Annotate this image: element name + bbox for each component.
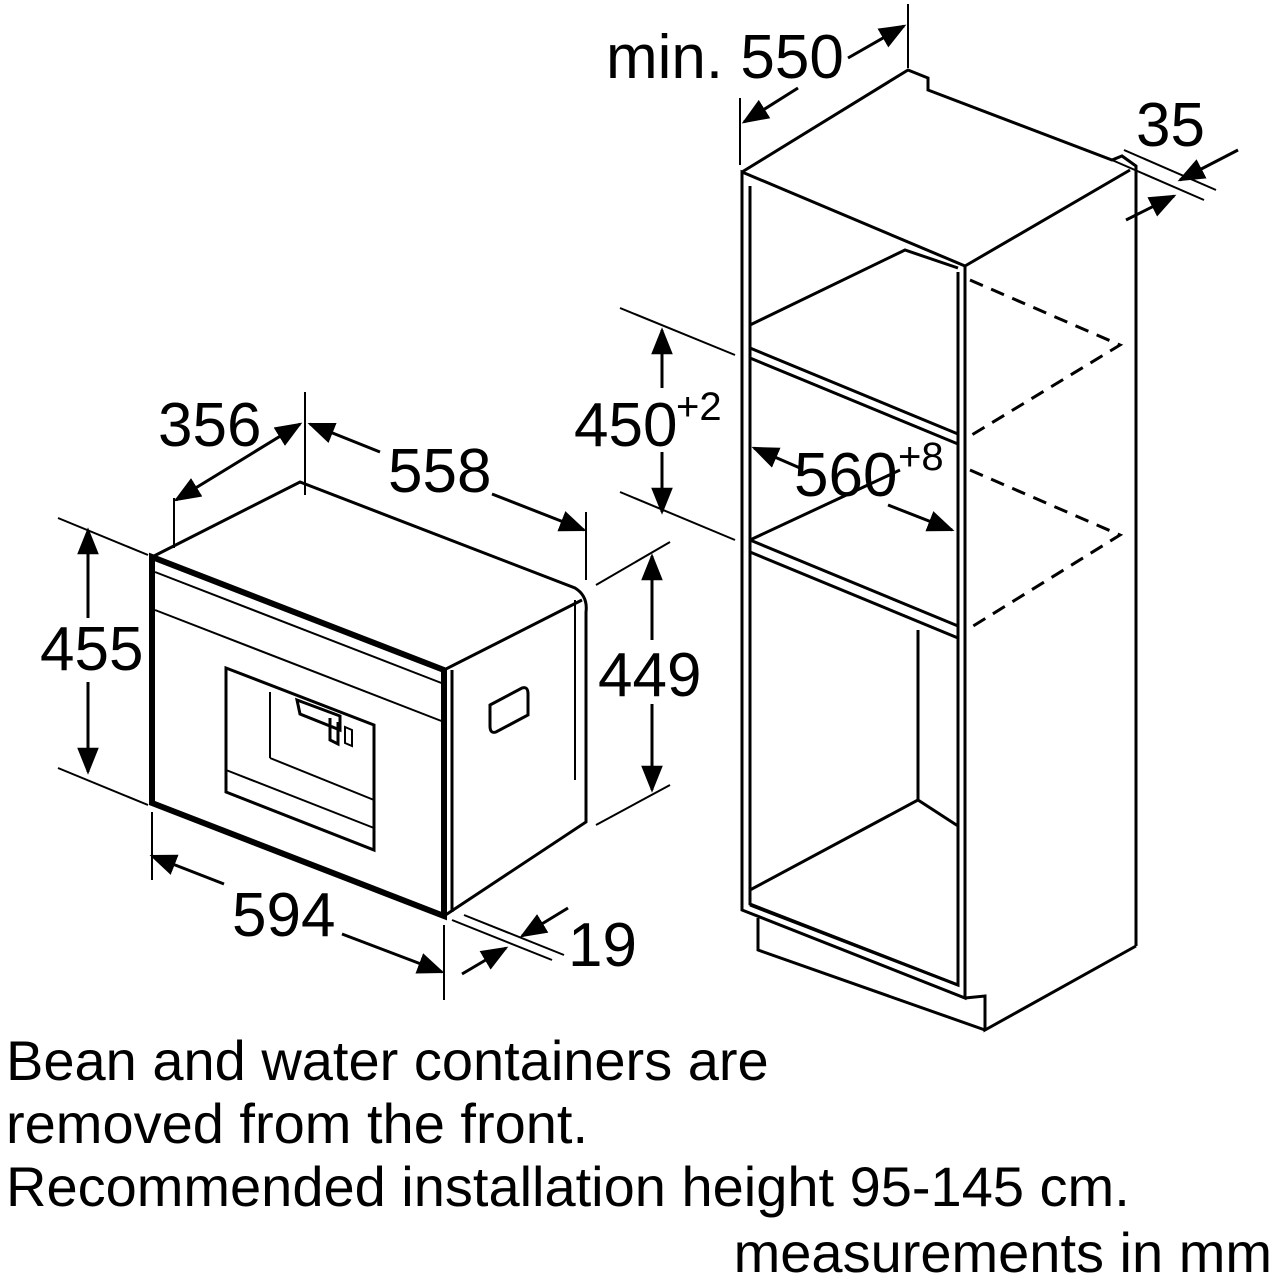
machine-top-edge bbox=[157, 558, 583, 672]
machine-height-right-label: 449 bbox=[598, 641, 701, 710]
machine-depth-label: 356 bbox=[158, 391, 261, 460]
niche-bottom-shelf bbox=[749, 538, 959, 640]
side-handle bbox=[488, 686, 530, 734]
machine-front-offset-label: 19 bbox=[568, 911, 637, 980]
units-note: measurements in mm bbox=[734, 1221, 1272, 1280]
niche-width-label: 560 bbox=[794, 441, 897, 510]
coffee-machine-drawing bbox=[149, 480, 588, 921]
note-line-3: Recommended installation height 95-145 c… bbox=[6, 1155, 1130, 1218]
machine-width-front-label: 594 bbox=[232, 881, 335, 950]
cabinet-top-face bbox=[741, 68, 1138, 946]
note-line-1: Bean and water containers are bbox=[6, 1029, 769, 1092]
niche-height-label: 450 bbox=[574, 391, 677, 460]
cabinet-dimensions bbox=[619, 4, 1239, 541]
cabinet-panel-label: 35 bbox=[1136, 91, 1205, 160]
machine-top-face bbox=[151, 480, 588, 918]
niche-width-tolerance: +8 bbox=[898, 435, 944, 479]
cabinet-depth-label: min. 550 bbox=[606, 23, 844, 92]
upper-compartment bbox=[749, 346, 959, 446]
lower-compartment bbox=[749, 630, 920, 892]
machine-front-face bbox=[149, 552, 447, 921]
machine-width-top-label: 558 bbox=[388, 437, 491, 506]
note-line-2: removed from the front. bbox=[6, 1092, 588, 1155]
cabinet-drawing bbox=[740, 68, 1138, 1033]
cabinet-front-frame bbox=[740, 169, 967, 1001]
dispenser-spout bbox=[294, 697, 342, 747]
dispenser-recess bbox=[224, 665, 376, 853]
machine-dimensions bbox=[57, 392, 671, 1000]
machine-control-strip bbox=[154, 609, 445, 723]
machine-height-left-label: 455 bbox=[40, 615, 143, 684]
niche-height-tolerance: +2 bbox=[676, 385, 722, 429]
